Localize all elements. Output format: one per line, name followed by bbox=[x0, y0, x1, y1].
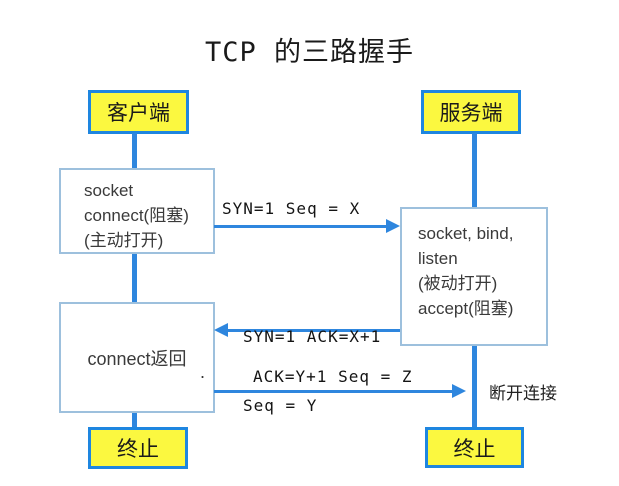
disconnect-annotation: 断开连接 bbox=[489, 384, 557, 403]
connector-server-to-socket bbox=[472, 133, 477, 208]
synack-arrow-line bbox=[228, 329, 400, 332]
node-connect-return: connect返回 bbox=[59, 302, 215, 413]
server-socket-line-4: accept(阻塞) bbox=[418, 299, 514, 318]
server-socket-line-1: socket, bind, bbox=[418, 224, 514, 243]
synack-arrow-label: SYN=1 ACK=X+1 Seq = Y bbox=[243, 279, 381, 463]
synack-label-line-2: Seq = Y bbox=[243, 396, 318, 415]
server-socket-line-3: (被动打开) bbox=[418, 274, 498, 293]
node-server-end: 终止 bbox=[425, 427, 524, 468]
client-socket-line-3: (主动打开) bbox=[84, 231, 164, 250]
server-socket-line-2: listen bbox=[418, 249, 458, 268]
ack-arrow-line bbox=[214, 390, 454, 393]
page-title: TCP 的三路握手 bbox=[204, 37, 415, 68]
node-server-label: 服务端 bbox=[439, 102, 503, 125]
stray-dot: . bbox=[200, 362, 206, 382]
node-client-label: 客户端 bbox=[107, 102, 170, 125]
syn-arrowhead-right-icon bbox=[386, 219, 400, 233]
syn-arrow-label: SYN=1 Seq = X bbox=[222, 199, 361, 218]
connector-socket-to-connect-return bbox=[132, 253, 137, 303]
syn-arrow-line bbox=[214, 225, 388, 228]
ack-arrowhead-right-icon bbox=[452, 384, 466, 398]
ack-arrow-label: ACK=Y+1 Seq = Z bbox=[253, 367, 413, 386]
synack-label-line-1: SYN=1 ACK=X+1 bbox=[243, 327, 382, 346]
client-socket-line-1: socket bbox=[84, 181, 134, 200]
connect-return-label: connect返回 bbox=[87, 348, 187, 369]
node-server: 服务端 bbox=[421, 90, 521, 134]
connector-server-socket-to-end bbox=[472, 345, 477, 428]
node-server-socket: socket, bind, listen (被动打开) accept(阻塞) bbox=[400, 207, 548, 346]
client-end-label: 终止 bbox=[117, 438, 159, 461]
client-socket-line-2: connect(阻塞) bbox=[84, 206, 189, 225]
node-client: 客户端 bbox=[88, 90, 189, 134]
connector-client-to-socket bbox=[132, 133, 137, 169]
synack-arrowhead-left-icon bbox=[214, 323, 228, 337]
node-client-socket: socket connect(阻塞) (主动打开) bbox=[59, 168, 215, 254]
connector-connect-return-to-end bbox=[132, 412, 137, 428]
node-client-end: 终止 bbox=[88, 427, 188, 469]
server-end-label: 终止 bbox=[453, 437, 496, 461]
